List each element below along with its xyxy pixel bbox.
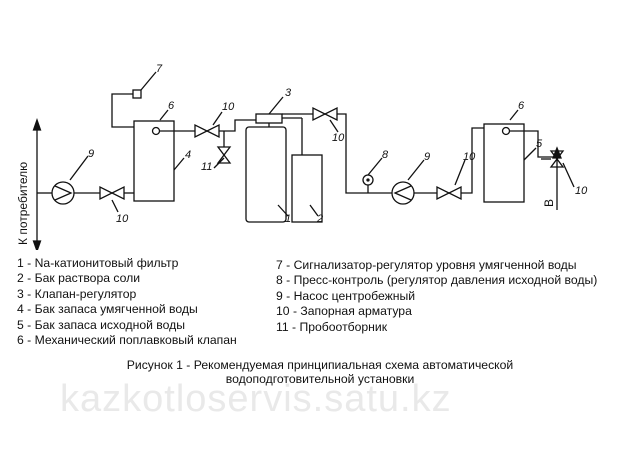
legend-item-11: 11 - Пробоотборник [276, 319, 388, 334]
leader [173, 157, 185, 171]
legend-item-2: 2 - Бак раствора соли [17, 271, 141, 286]
legend-right: 7 - Сигнализатор-регулятор уровня умягче… [276, 258, 597, 335]
label-10-right: 10 [463, 151, 476, 163]
label-9-right: 9 [424, 151, 430, 163]
label-9-left: 9 [88, 148, 94, 160]
legend-item-8: 8 - Пресс-контроль (регулятор давления и… [276, 273, 598, 288]
inlet-arrow [552, 146, 562, 159]
leader [111, 199, 119, 213]
legend-item-3: 3 - Клапан-регулятор [17, 286, 137, 301]
leader [509, 109, 519, 121]
outlet-arrow-bottom [32, 240, 42, 250]
inlet-pipe [510, 130, 558, 210]
leader [329, 119, 339, 133]
legend-item-10: 10 - Запорная арматура [276, 304, 412, 319]
leader [309, 204, 319, 217]
sample-tap-11 [216, 146, 232, 157]
label-3: 3 [285, 87, 292, 99]
leader [159, 109, 169, 121]
brine-tank-2 [291, 154, 323, 223]
side-label: К потребителю [16, 162, 30, 245]
leader [407, 159, 425, 181]
label-10-inlet: 10 [575, 185, 588, 197]
figure-caption: Рисунок 1 - Рекомендуемая принципиальная… [0, 358, 640, 386]
leader [69, 155, 89, 181]
legend-left: 1 - Na-катионитовый фильтр 2 - Бак раств… [17, 256, 237, 348]
valve-top-mid [194, 123, 209, 139]
leader [268, 96, 284, 115]
label-6-right: 6 [518, 100, 525, 112]
leader [212, 111, 223, 126]
pump-right-symbol [393, 185, 412, 201]
leader [277, 204, 289, 217]
pipe [111, 93, 134, 128]
pipe [461, 127, 484, 194]
label-1: 1 [285, 213, 291, 225]
float-valve-right [501, 126, 511, 136]
filter-1 [245, 126, 287, 223]
leader [213, 157, 225, 169]
label-7: 7 [156, 63, 163, 75]
leader [140, 71, 157, 91]
legend-item-4: 4 - Бак запаса умягченной воды [17, 302, 198, 317]
caption-line-2: водоподготовительной установки [225, 372, 415, 386]
leader [367, 157, 383, 176]
valve-right-low [436, 185, 451, 201]
legend-item-9: 9 - Насос центробежный [276, 288, 416, 303]
float-valve-left [151, 126, 161, 136]
label-10-mid: 10 [332, 132, 345, 144]
label-8: 8 [382, 149, 389, 161]
label-6-left: 6 [168, 100, 175, 112]
pipe [219, 119, 256, 132]
valve-left [99, 185, 114, 201]
legend-item-5: 5 - Бак запаса исходной воды [17, 317, 186, 332]
label-2: 2 [316, 213, 323, 225]
label-10-top: 10 [222, 101, 235, 113]
leader [454, 159, 466, 186]
legend-item-1: 1 - Na-катионитовый фильтр [17, 256, 179, 270]
label-10-left: 10 [116, 213, 129, 225]
pipe [337, 113, 392, 194]
label-11: 11 [201, 161, 212, 173]
legend-item-6: 6 - Механический поплавковый клапан [17, 332, 237, 347]
inlet-label: В [542, 199, 556, 207]
label-4: 4 [185, 149, 191, 161]
outlet-arrow-top [32, 118, 42, 131]
level-sensor-7 [132, 89, 142, 99]
leader [562, 162, 575, 188]
caption-line-1: Рисунок 1 - Рекомендуемая принципиальная… [126, 358, 514, 372]
tank-4 [133, 120, 175, 202]
valve-right-top [312, 106, 327, 122]
watermark: kazkotloservis.satu.kz [60, 378, 452, 420]
control-valve-3 [255, 113, 283, 124]
tank-5 [483, 123, 525, 203]
pump-left-symbol [54, 185, 73, 201]
legend-item-7: 7 - Сигнализатор-регулятор уровня умягче… [276, 258, 577, 272]
scheme-diagram: К потребителю В 1 2 3 4 5 6 6 7 8 9 9 10… [16, 63, 588, 250]
leader [523, 147, 537, 161]
label-5: 5 [536, 138, 543, 150]
